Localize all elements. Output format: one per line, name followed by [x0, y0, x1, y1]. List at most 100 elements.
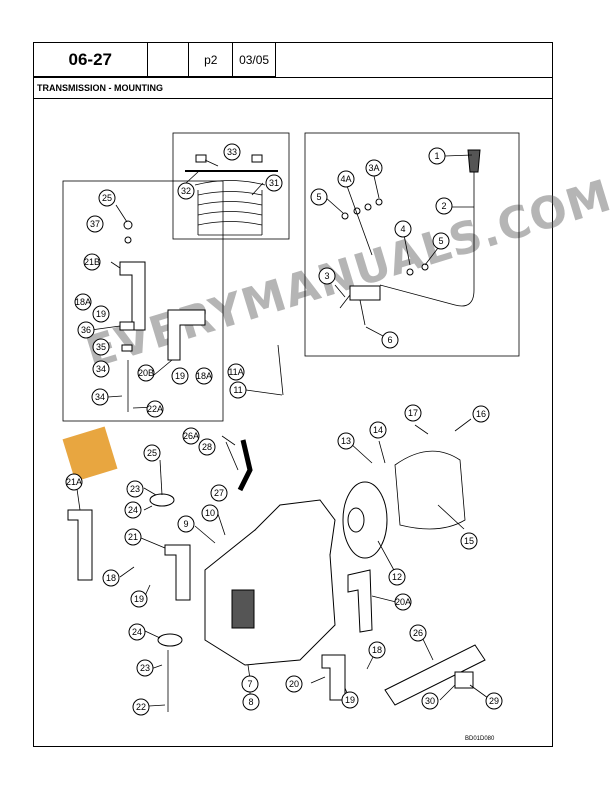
callout-21b: 21B [83, 253, 101, 271]
bracket-21b [119, 261, 146, 331]
insulator-24-lower [157, 633, 183, 647]
svg-text:36: 36 [81, 325, 91, 335]
callout-23b: 23 [136, 659, 154, 677]
svg-text:9: 9 [183, 519, 188, 529]
callout-18b: 18 [368, 641, 386, 659]
svg-text:27: 27 [214, 488, 224, 498]
callout-11: 11 [229, 381, 247, 399]
callout-8: 8 [242, 693, 260, 711]
svg-text:18: 18 [106, 573, 116, 583]
callout-20b: 20B [137, 364, 155, 382]
callout-2: 2 [435, 197, 453, 215]
svg-text:37: 37 [90, 219, 100, 229]
callout-31: 31 [265, 174, 283, 192]
callout-10: 10 [201, 504, 219, 522]
boot-inset-frame [172, 132, 290, 240]
callout-21: 21 [124, 528, 142, 546]
callout-6: 6 [381, 331, 399, 349]
rear-mount-inset-frame [62, 180, 224, 422]
svg-text:3A: 3A [368, 163, 379, 173]
svg-text:24: 24 [128, 505, 138, 515]
callout-26: 26 [409, 624, 427, 642]
shift-link [339, 294, 351, 309]
svg-text:12: 12 [392, 572, 402, 582]
dipstick [277, 344, 284, 396]
svg-text:19: 19 [345, 695, 355, 705]
u-joint-29 [454, 671, 474, 689]
callout-37: 37 [86, 215, 104, 233]
callout-28: 28 [198, 438, 216, 456]
svg-text:17: 17 [408, 408, 418, 418]
svg-text:6: 6 [387, 335, 392, 345]
svg-text:11: 11 [233, 385, 242, 395]
bracket-20b [167, 309, 206, 361]
section-number: 06-27 [34, 43, 148, 76]
callout-7: 7 [241, 675, 259, 693]
boot-screw-right [251, 154, 263, 163]
converter-hub [347, 507, 365, 533]
callout-20: 20 [285, 675, 303, 693]
svg-text:21A: 21A [66, 477, 82, 487]
svg-text:21: 21 [128, 532, 138, 542]
boot-sides [197, 190, 263, 235]
transmission-solenoid [231, 589, 255, 629]
callout-5a: 5 [310, 188, 328, 206]
callout-labels: 1 2 3 3A 4 4A 5 5 6 31 32 33 25 37 21B 1… [65, 143, 503, 716]
revision-date: 03/05 [239, 52, 270, 67]
svg-text:19: 19 [96, 309, 106, 319]
parts-sheet: 06-27 p2 03/05 TRANSMISSION - MOUNTING [33, 42, 553, 747]
svg-text:2: 2 [441, 201, 446, 211]
callout-17: 17 [404, 404, 422, 422]
svg-text:24: 24 [132, 627, 142, 637]
svg-text:20B: 20B [138, 368, 154, 378]
svg-text:7: 7 [247, 679, 252, 689]
callout-18a-2: 18A [195, 367, 213, 385]
svg-text:26A: 26A [183, 431, 199, 441]
svg-text:23: 23 [130, 484, 140, 494]
shift-knob [467, 149, 481, 173]
callout-30: 30 [421, 692, 439, 710]
svg-text:22: 22 [136, 702, 146, 712]
callout-25a: 25 [98, 189, 116, 207]
callout-24b: 24 [128, 623, 146, 641]
drawing-code: BD01D080 [465, 736, 495, 742]
boot-top-line [194, 180, 266, 186]
shift-pin [359, 299, 366, 326]
svg-text:5: 5 [316, 192, 321, 202]
svg-text:23: 23 [140, 663, 150, 673]
callout-18a-1: 18A [74, 293, 92, 311]
callout-16: 16 [472, 405, 490, 423]
svg-text:34: 34 [96, 364, 106, 374]
callout-13: 13 [337, 432, 355, 450]
callout-19b: 19 [171, 367, 189, 385]
callout-25b: 25 [143, 444, 161, 462]
callout-21a: 21A [65, 473, 83, 491]
callout-35: 35 [92, 338, 110, 356]
insulator-36 [119, 321, 135, 331]
svg-text:28: 28 [202, 442, 212, 452]
callout-19d: 19 [341, 691, 359, 709]
callout-3: 3 [318, 267, 336, 285]
svg-text:10: 10 [205, 508, 215, 518]
converter-housing-gasket [394, 450, 466, 530]
callout-14: 14 [369, 421, 387, 439]
shift-rod [379, 170, 475, 307]
svg-text:11A: 11A [228, 367, 243, 377]
callout-19a: 19 [92, 305, 110, 323]
washer-35 [121, 344, 133, 352]
svg-text:21B: 21B [84, 257, 100, 267]
shift-bracket [349, 285, 381, 301]
callout-18a: 18 [102, 569, 120, 587]
drive-shaft-26 [384, 644, 486, 706]
callout-20a: 20A [394, 593, 412, 611]
svg-text:20: 20 [289, 679, 299, 689]
callout-26a: 26A [182, 427, 200, 445]
callout-1: 1 [428, 147, 446, 165]
svg-text:25: 25 [147, 448, 157, 458]
callout-15: 15 [460, 532, 478, 550]
callout-29: 29 [485, 692, 503, 710]
callout-9: 9 [177, 515, 195, 533]
shift-lever-inset-frame [304, 132, 520, 357]
callout-34a: 34 [92, 360, 110, 378]
callout-22: 22 [132, 698, 150, 716]
